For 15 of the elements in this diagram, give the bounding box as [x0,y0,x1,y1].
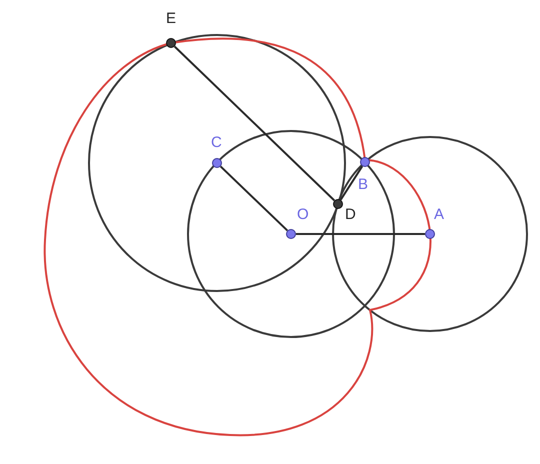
point-label: D [345,207,356,222]
point-label: A [434,207,444,222]
point-marker [425,229,435,239]
line-segment [220,166,288,232]
point-marker [166,38,176,48]
point-label: E [166,11,176,26]
point-marker [286,229,296,239]
line-segment [174,46,336,202]
line-segment [296,233,425,235]
point-label: C [211,135,222,150]
point-label: O [297,207,309,222]
point-marker [212,158,222,168]
point-label: B [358,177,368,192]
point-marker [360,157,370,167]
point-marker [333,199,343,209]
